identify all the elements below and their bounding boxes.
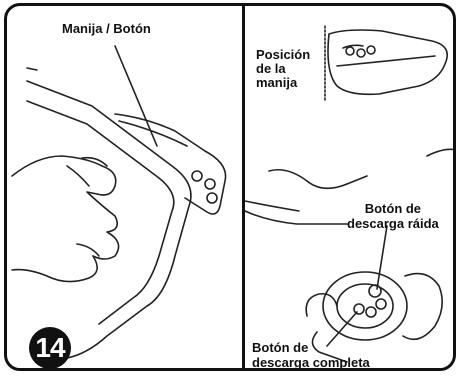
illustration — [11, 25, 453, 363]
leader-full — [326, 311, 358, 347]
flush-button-outer — [322, 271, 408, 341]
partial-flush-label: Botón de descarga ráida — [347, 201, 439, 231]
hand-right — [305, 272, 443, 363]
full-flush-drop-1 — [353, 303, 365, 315]
handle-position-label: Posición de la manija — [256, 47, 311, 90]
hand — [11, 155, 120, 283]
flush-button-inner — [336, 283, 394, 329]
full-flush-drop-3 — [375, 298, 387, 310]
partial-flush-drop — [368, 284, 382, 298]
step-number-badge: 14 — [29, 327, 71, 368]
tank-outline — [26, 80, 192, 359]
handle-button-label: Manija / Botón — [62, 21, 151, 36]
full-flush-label: Botón de descarga completa — [252, 340, 370, 370]
handle-button-3 — [206, 192, 218, 204]
leader-partial — [376, 225, 388, 290]
instruction-panel: Manija / Botón Posición de la manija Bot… — [4, 3, 456, 371]
tank-inner-edge — [26, 100, 175, 325]
handle-closeup-outline — [327, 29, 448, 96]
handle-button-1 — [191, 170, 203, 182]
leader-line-handle — [114, 45, 158, 147]
full-flush-drop-2 — [365, 306, 377, 318]
handle-closeup-partial — [342, 44, 364, 49]
tank-rim-right — [244, 210, 348, 225]
handle-button-2 — [204, 178, 216, 190]
handle-body — [114, 113, 227, 215]
panel-divider — [242, 6, 245, 368]
